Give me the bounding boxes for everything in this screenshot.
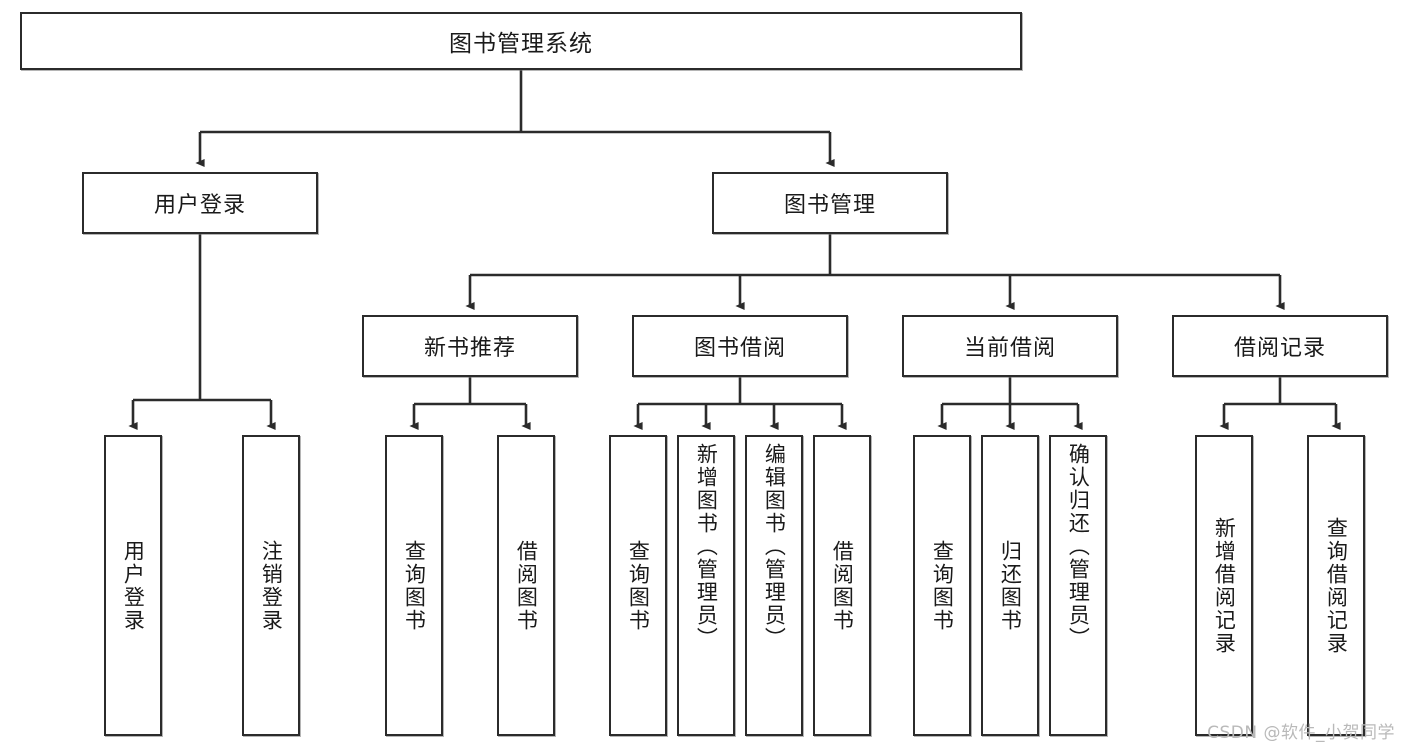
node-book-borrow-label: 图书借阅 [693, 336, 786, 361]
leaf-borrow-book-1[interactable]: 借阅图书 [497, 435, 555, 736]
leaf-add-book[interactable]: 新增图书（管理员） [677, 435, 735, 736]
leaf-query-book-3[interactable]: 查询图书 [913, 435, 971, 736]
node-current-borrow[interactable]: 当前借阅 [902, 315, 1118, 377]
node-book-management[interactable]: 图书管理 [712, 172, 948, 234]
leaf-logout-login-label: 注销登录 [259, 539, 284, 632]
leaf-query-book-1[interactable]: 查询图书 [385, 435, 443, 736]
leaf-logout-login[interactable]: 注销登录 [242, 435, 300, 736]
leaf-borrow-book-2-label: 借阅图书 [830, 539, 855, 632]
leaf-query-book-3-label: 查询图书 [930, 539, 955, 632]
leaf-borrow-book-2[interactable]: 借阅图书 [813, 435, 871, 736]
leaf-user-login-label: 用户登录 [121, 539, 146, 632]
leaf-add-record[interactable]: 新增借阅记录 [1195, 435, 1253, 736]
node-book-borrow[interactable]: 图书借阅 [632, 315, 848, 377]
leaf-query-book-1-label: 查询图书 [402, 539, 427, 632]
leaf-add-record-label: 新增借阅记录 [1212, 516, 1237, 655]
leaf-edit-book[interactable]: 编辑图书（管理员） [745, 435, 803, 736]
node-root[interactable]: 图书管理系统 [20, 12, 1022, 70]
leaf-query-book-2-label: 查询图书 [626, 539, 651, 632]
leaf-borrow-book-1-label: 借阅图书 [514, 539, 539, 632]
leaf-return-book[interactable]: 归还图书 [981, 435, 1039, 736]
leaf-query-record-label: 查询借阅记录 [1324, 516, 1349, 655]
node-user-login[interactable]: 用户登录 [82, 172, 318, 234]
csdn-watermark: CSDN @软件_小贺同学 [1207, 723, 1395, 743]
node-new-book-recommend-label: 新书推荐 [423, 336, 516, 361]
node-book-management-label: 图书管理 [783, 193, 876, 218]
node-borrow-record[interactable]: 借阅记录 [1172, 315, 1388, 377]
leaf-confirm-return[interactable]: 确认归还（管理员） [1049, 435, 1107, 736]
leaf-return-book-label: 归还图书 [998, 539, 1023, 632]
node-user-login-label: 用户登录 [153, 193, 246, 218]
node-current-borrow-label: 当前借阅 [963, 336, 1056, 361]
leaf-edit-book-label: 编辑图书（管理员） [762, 443, 787, 650]
leaf-query-book-2[interactable]: 查询图书 [609, 435, 667, 736]
node-new-book-recommend[interactable]: 新书推荐 [362, 315, 578, 377]
node-root-label: 图书管理系统 [449, 31, 593, 57]
node-borrow-record-label: 借阅记录 [1233, 336, 1326, 361]
leaf-add-book-label: 新增图书（管理员） [694, 443, 719, 650]
leaf-user-login[interactable]: 用户登录 [104, 435, 162, 736]
leaf-query-record[interactable]: 查询借阅记录 [1307, 435, 1365, 736]
leaf-confirm-return-label: 确认归还（管理员） [1066, 443, 1091, 650]
